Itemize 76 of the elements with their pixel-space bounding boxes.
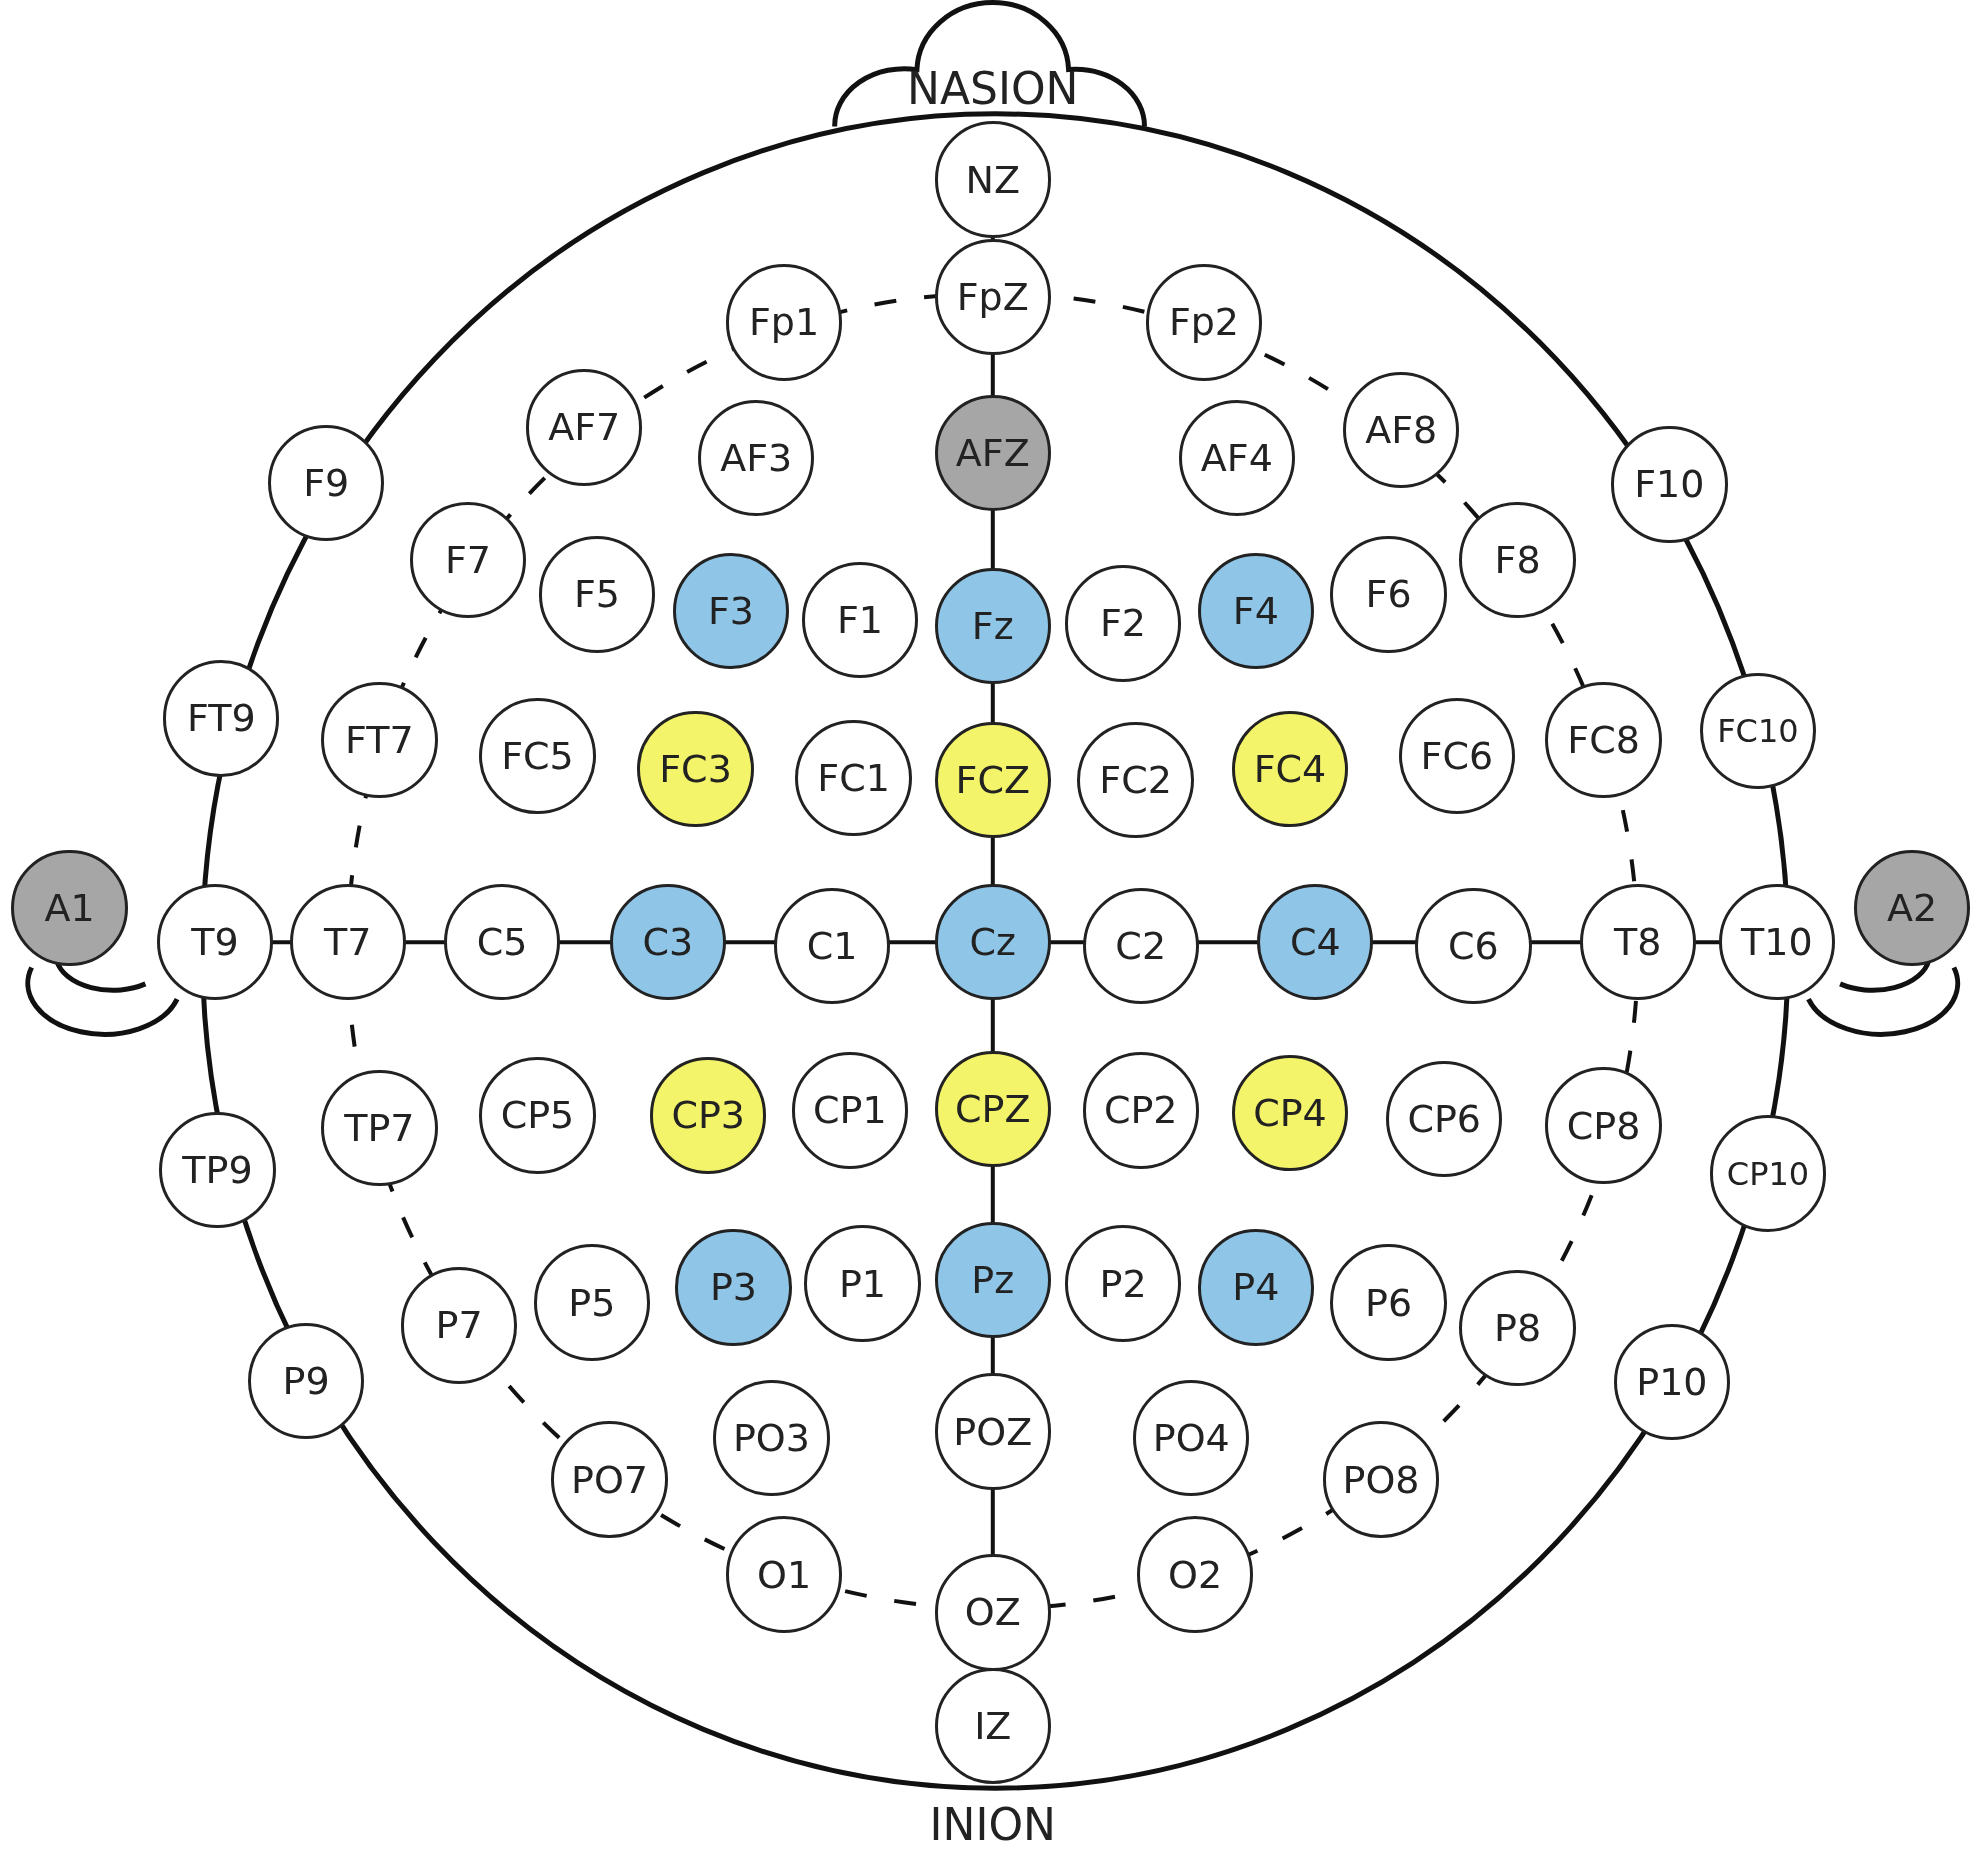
electrode-site: C4 [1257, 884, 1374, 1001]
electrode-site: PO8 [1322, 1421, 1440, 1538]
electrode-site: C5 [443, 884, 561, 1001]
electrode-site: Fp1 [725, 264, 843, 381]
electrode-site: NZ [934, 121, 1051, 238]
electrode-site: P6 [1330, 1244, 1447, 1361]
electrode-site: AF4 [1178, 399, 1295, 516]
landmark-label: NASION [907, 63, 1079, 115]
electrode-site: CP4 [1231, 1054, 1349, 1172]
electrode-site: AF8 [1343, 371, 1460, 489]
electrode-site: O2 [1136, 1516, 1254, 1633]
electrode-site: CP5 [479, 1057, 596, 1174]
electrode-site: PO3 [713, 1379, 830, 1497]
electrode-site: T8 [1579, 884, 1696, 1001]
electrode-site: AFZ [934, 394, 1051, 511]
electrode-site: C6 [1415, 887, 1532, 1005]
electrode-site: CP10 [1709, 1115, 1827, 1232]
electrode-site: TP9 [159, 1111, 276, 1228]
electrode-site: POZ [934, 1373, 1051, 1490]
electrode-site: P7 [400, 1267, 518, 1384]
electrode-site: CP8 [1545, 1067, 1662, 1184]
electrode-site: FC10 [1699, 672, 1817, 790]
electrode-site: FpZ [934, 239, 1051, 356]
electrode-site: C3 [609, 884, 726, 1001]
electrode-site: TP7 [321, 1069, 438, 1187]
electrode-site: C1 [773, 887, 891, 1005]
electrode-site: P9 [247, 1322, 365, 1440]
electrode-site: O1 [725, 1516, 843, 1633]
electrode-site: F7 [409, 502, 527, 619]
electrode-site: P4 [1197, 1229, 1314, 1346]
electrode-site: T9 [156, 884, 274, 1001]
electrode-site: FCZ [934, 722, 1051, 839]
electrode-site: T7 [289, 884, 406, 1001]
electrode-site: CP6 [1386, 1061, 1503, 1178]
electrode-site: P8 [1459, 1269, 1576, 1387]
electrode-site: P10 [1613, 1324, 1731, 1441]
electrode-site: FC3 [637, 710, 754, 828]
electrode-site: F4 [1197, 552, 1314, 669]
electrode-site: C2 [1082, 887, 1199, 1005]
electrode-site: AF3 [698, 399, 815, 516]
electrode-site: IZ [934, 1668, 1051, 1785]
electrode-site: PO4 [1133, 1379, 1250, 1497]
electrode-site: CP2 [1082, 1052, 1199, 1169]
electrode-site: FC4 [1231, 710, 1349, 828]
electrode-site: F10 [1611, 426, 1728, 543]
electrode-site: FC5 [479, 698, 596, 815]
electrode-site: CP3 [650, 1057, 767, 1174]
electrode-site: P1 [804, 1225, 921, 1342]
electrode-site: CP1 [791, 1052, 908, 1169]
electrode-site: P2 [1064, 1225, 1182, 1342]
electrode-site: Pz [934, 1221, 1051, 1338]
electrode-site: P3 [675, 1229, 792, 1346]
electrode-site: FC8 [1545, 681, 1662, 798]
electrode-site: FC1 [795, 719, 912, 836]
electrode-site: OZ [934, 1554, 1051, 1671]
electrode-site: F1 [801, 561, 919, 678]
electrode-site: A1 [11, 849, 128, 967]
electrode-site: PO7 [551, 1421, 668, 1538]
electrode-site: FT7 [321, 681, 438, 798]
electrode-site: FT9 [163, 660, 280, 777]
electrode-site: FC6 [1398, 698, 1516, 815]
electrode-site: F2 [1064, 565, 1182, 682]
electrode-site: F3 [672, 552, 790, 669]
electrode-site: P5 [533, 1244, 651, 1361]
electrode-site: F8 [1459, 502, 1576, 619]
electrode-site: F6 [1330, 536, 1447, 653]
electrode-site: A2 [1854, 849, 1971, 967]
electrode-site: CPZ [934, 1050, 1051, 1168]
electrode-site: AF7 [526, 369, 643, 486]
electrode-site: F9 [268, 424, 385, 542]
electrode-site: FC2 [1077, 722, 1194, 839]
electrode-site: Fz [934, 567, 1051, 685]
electrode-site: Fp2 [1145, 264, 1263, 381]
electrode-site: Cz [934, 884, 1051, 1001]
electrode-site: T10 [1718, 884, 1835, 1001]
electrode-site: F5 [538, 536, 656, 653]
